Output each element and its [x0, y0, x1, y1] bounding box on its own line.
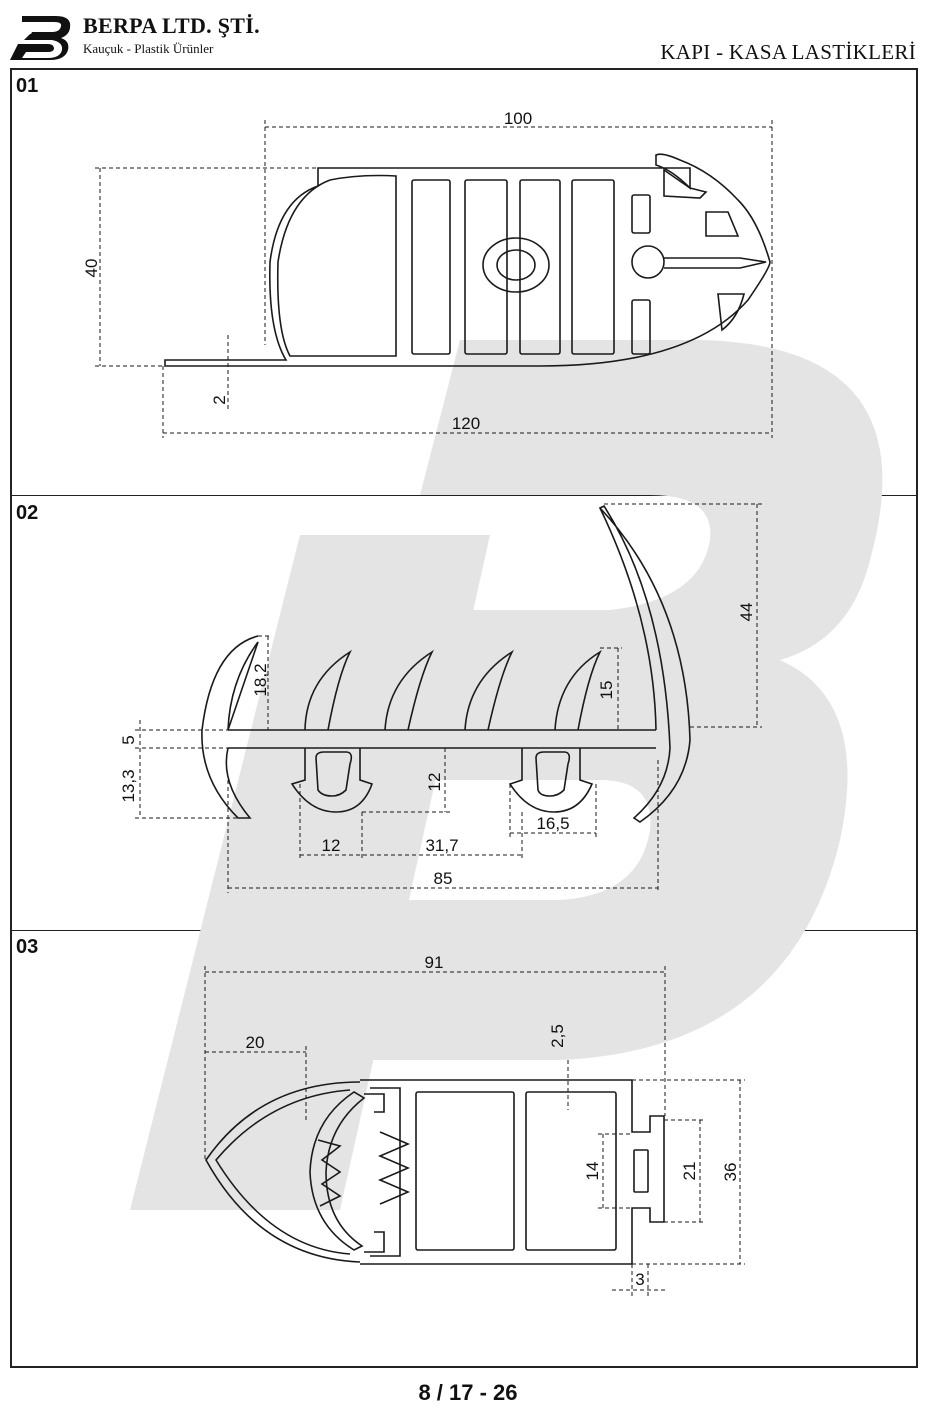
- section-number-03: 03: [16, 936, 39, 958]
- dim-02-base-top: 5: [119, 735, 138, 744]
- dimensions-02: [135, 503, 762, 893]
- dim-02-base-bottom: 13,3: [119, 769, 138, 802]
- dim-02-foot-width: 12: [322, 836, 341, 855]
- dim-03-tab: 21: [680, 1162, 699, 1181]
- dim-01-height: 40: [82, 259, 101, 278]
- dim-03-slot: 14: [583, 1162, 602, 1181]
- dim-02-foot-width-2: 16,5: [536, 814, 569, 833]
- dim-03-bulb-width: 20: [246, 1033, 265, 1052]
- dimensions-03: [204, 966, 745, 1296]
- company-name: BERPA LTD. ŞTİ.: [83, 13, 260, 38]
- watermark-logo-icon: [130, 340, 883, 1210]
- drawing-frame: [10, 68, 918, 1368]
- dim-02-fin-height-2: 15: [597, 681, 616, 700]
- company-tagline: Kauçuk - Plastik Ürünler: [83, 41, 214, 56]
- dim-03-wall: 2,5: [548, 1024, 567, 1048]
- page-number: 8 / 17 - 26: [418, 1380, 518, 1405]
- page-header: BERPA LTD. ŞTİ. Kauçuk - Plastik Ürünler…: [0, 0, 936, 68]
- dim-03-height: 36: [721, 1163, 740, 1182]
- profile-03: [205, 1079, 665, 1265]
- dim-01-width-total: 120: [452, 414, 480, 433]
- dimensions-01: [95, 120, 773, 438]
- dim-03-total-width: 91: [425, 953, 444, 972]
- dim-02-fin-height: 18,2: [251, 663, 270, 696]
- dim-01-width-top: 100: [504, 109, 532, 128]
- dim-02-tall-fin: 44: [737, 603, 756, 622]
- dim-02-foot-spacing: 31,7: [425, 836, 458, 855]
- catalog-title: KAPI - KASA LASTİKLERİ: [660, 40, 916, 64]
- dim-01-lip: 2: [210, 395, 229, 404]
- dim-03-tab-depth: 3: [635, 1270, 644, 1289]
- berpa-logo-icon: [10, 16, 71, 60]
- section-number-02: 02: [16, 502, 39, 524]
- section-divider: [10, 495, 918, 496]
- dim-02-foot-depth: 12: [425, 773, 444, 792]
- profile-01: [164, 153, 771, 367]
- section-number-01: 01: [16, 75, 39, 97]
- dim-02-total-width: 85: [434, 869, 453, 888]
